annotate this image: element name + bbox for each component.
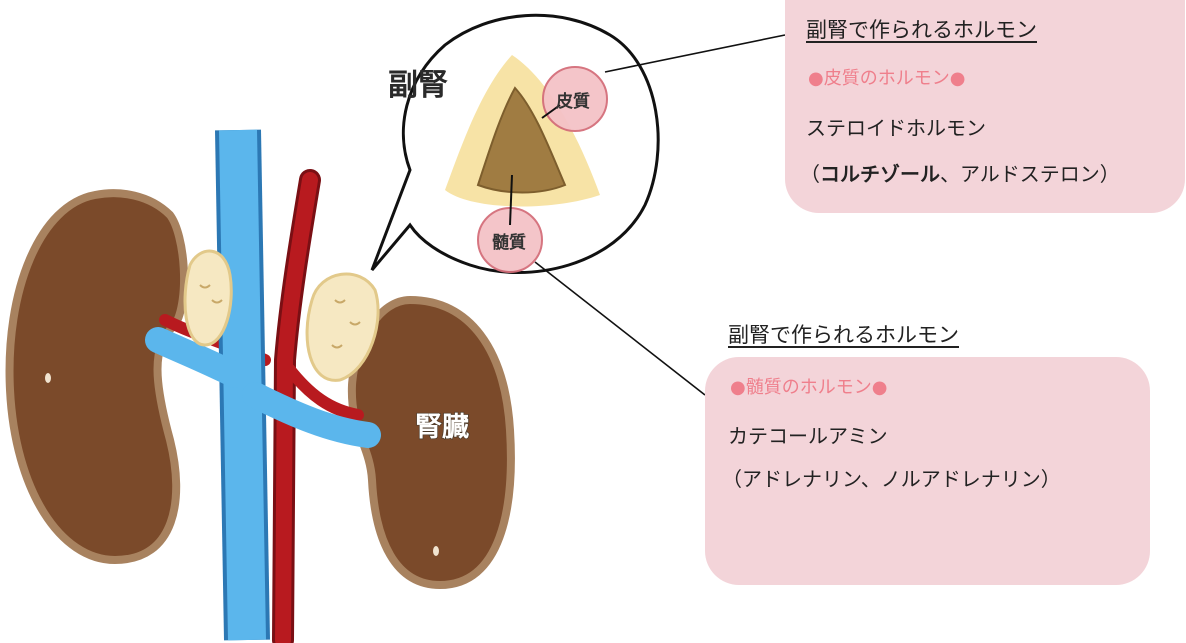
left-kidney-highlight: [45, 373, 51, 383]
renal-vein-left: [145, 327, 248, 388]
left-kidney: [5, 189, 188, 565]
renal-vein-right: [242, 382, 381, 448]
adrenal-label: 副腎: [388, 68, 448, 103]
cortex-panel-subtitle: ●皮質のホルモン●: [808, 68, 966, 89]
left-adrenal-gland: [183, 249, 233, 347]
cortex-panel-line2: （コルチゾール、アルドステロン）: [800, 158, 1120, 187]
cortex-line2-rest: 、アルドステロン）: [940, 162, 1120, 186]
medulla-panel-title: 副腎で作られるホルモン: [728, 323, 959, 347]
right-kidney: [347, 295, 515, 590]
medulla-hormone-panel: [705, 357, 1150, 585]
medulla-pointer-line: [509, 174, 513, 226]
medulla-label: 髄質: [492, 233, 526, 253]
cortex-hormone-panel: [785, 0, 1185, 213]
kidney-label: 腎臓: [414, 411, 469, 443]
cortex-pointer-line: [541, 104, 561, 119]
right-adrenal-gland: [305, 272, 380, 382]
medulla-panel-line2: （アドレナリン、ノルアドレナリン）: [722, 467, 1061, 491]
renal-artery-right: [284, 364, 364, 421]
adrenal-medulla-zone: [476, 86, 567, 194]
cortisol-text: コルチゾール: [820, 162, 940, 186]
cortex-highlight-circle: [542, 66, 608, 132]
cortex-leader-line: [604, 34, 786, 73]
cortex-panel-title: 副腎で作られるホルモン: [806, 18, 1037, 42]
cortex-line2-open: （: [800, 162, 820, 186]
medulla-panel-subtitle: ●髄質のホルモン●: [730, 377, 888, 398]
right-kidney-highlight: [433, 546, 439, 556]
medulla-panel-line1: カテコールアミン: [728, 424, 888, 448]
cortex-panel-line1: ステロイドホルモン: [806, 116, 986, 140]
medulla-leader-line: [534, 261, 706, 396]
cortex-label: 皮質: [556, 92, 590, 112]
